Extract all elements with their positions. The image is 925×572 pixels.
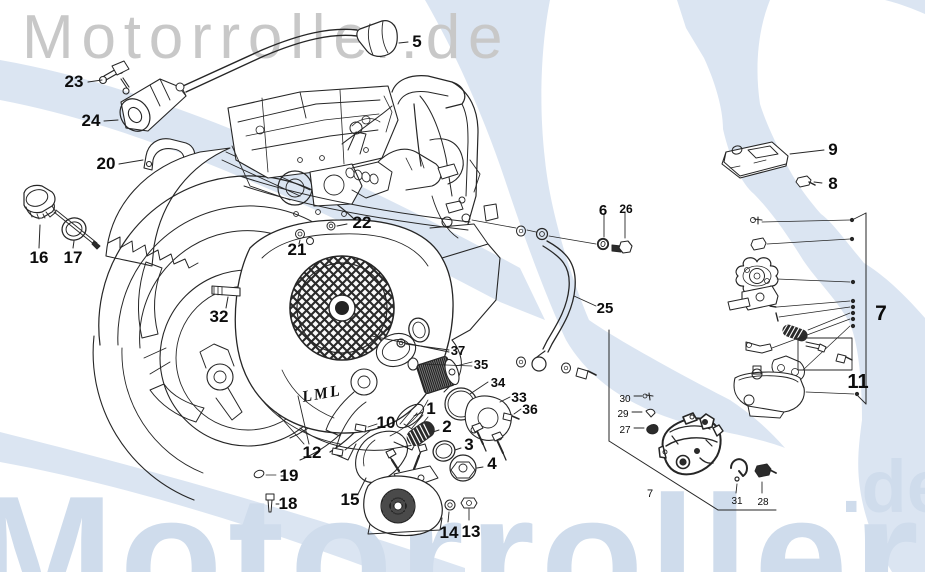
svg-text:6: 6: [599, 202, 607, 219]
svg-text:30: 30: [619, 394, 631, 405]
svg-text:19: 19: [280, 466, 299, 485]
svg-text:18: 18: [279, 494, 298, 513]
svg-text:4: 4: [487, 454, 497, 473]
svg-text:24: 24: [82, 111, 101, 130]
svg-text:33: 33: [511, 389, 527, 405]
svg-text:.de: .de: [841, 445, 925, 528]
svg-text:13: 13: [462, 522, 481, 541]
svg-text:29: 29: [617, 409, 629, 420]
svg-text:7: 7: [875, 302, 887, 325]
svg-text:34: 34: [491, 375, 506, 390]
svg-text:8: 8: [828, 174, 837, 193]
svg-text:37: 37: [451, 343, 465, 358]
svg-text:23: 23: [65, 72, 84, 91]
svg-text:10: 10: [377, 413, 396, 432]
svg-text:17: 17: [64, 248, 83, 267]
svg-text:5: 5: [412, 32, 421, 51]
svg-text:LML: LML: [300, 382, 343, 406]
svg-text:27: 27: [619, 425, 631, 436]
svg-text:20: 20: [97, 154, 116, 173]
svg-text:12: 12: [303, 443, 322, 462]
svg-text:15: 15: [341, 490, 360, 509]
svg-text:1: 1: [426, 399, 435, 418]
svg-text:32: 32: [210, 307, 229, 326]
svg-text:28: 28: [757, 497, 769, 508]
svg-text:Motorroller.de: Motorroller.de: [22, 3, 510, 72]
svg-text:26: 26: [619, 202, 633, 216]
svg-text:16: 16: [30, 248, 49, 267]
svg-text:9: 9: [828, 140, 837, 159]
svg-text:35: 35: [474, 357, 488, 372]
svg-text:14: 14: [440, 523, 459, 542]
svg-text:31: 31: [731, 496, 743, 507]
svg-text:7: 7: [647, 488, 653, 500]
svg-text:2: 2: [442, 417, 451, 436]
svg-text:22: 22: [353, 213, 372, 232]
svg-text:25: 25: [597, 300, 614, 317]
svg-text:11: 11: [847, 371, 868, 393]
svg-text:36: 36: [522, 401, 538, 417]
svg-text:3: 3: [464, 435, 473, 454]
svg-text:21: 21: [288, 240, 307, 259]
